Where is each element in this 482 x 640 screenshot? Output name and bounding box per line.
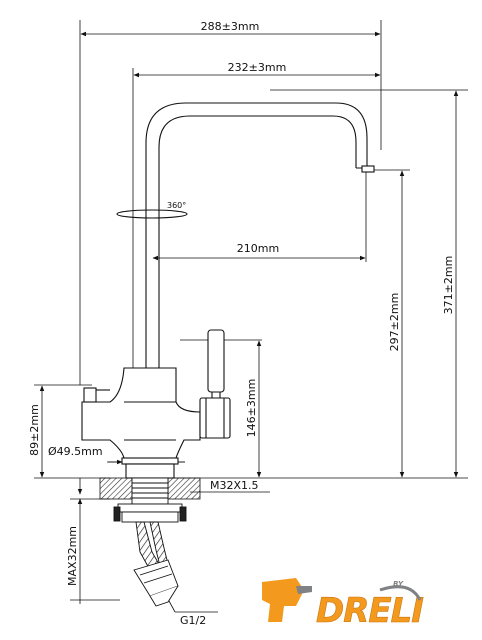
body-height-label: 89±2mm bbox=[28, 404, 41, 456]
spout-height-label: 297±2mm bbox=[388, 293, 401, 352]
handle-height-label: 146±3mm bbox=[245, 379, 258, 438]
threaded-shank bbox=[113, 477, 187, 523]
drill-icon bbox=[262, 578, 304, 622]
total-height-label: 371±2mm bbox=[442, 256, 455, 315]
total-width-label: 288±3mm bbox=[201, 20, 260, 33]
thread-label: M32X1.5 bbox=[210, 479, 259, 492]
brand-name: DRELI bbox=[316, 591, 423, 631]
dreli-logo: DRELI BY bbox=[262, 578, 425, 631]
rotation-label: 360° bbox=[167, 201, 186, 210]
inner-reach-label: 210mm bbox=[237, 242, 279, 255]
max-counter-label: MAX32mm bbox=[66, 526, 79, 586]
faucet-body bbox=[81, 102, 375, 479]
brand-by: BY bbox=[393, 580, 404, 588]
dimension-lines bbox=[34, 20, 468, 613]
hose-thread-label: G1/2 bbox=[180, 614, 206, 627]
spout-reach-label: 232±3mm bbox=[228, 61, 287, 74]
base-diameter-label: Ø49.5mm bbox=[48, 445, 103, 458]
countertop-section bbox=[99, 477, 201, 500]
braided-hose bbox=[133, 521, 179, 607]
